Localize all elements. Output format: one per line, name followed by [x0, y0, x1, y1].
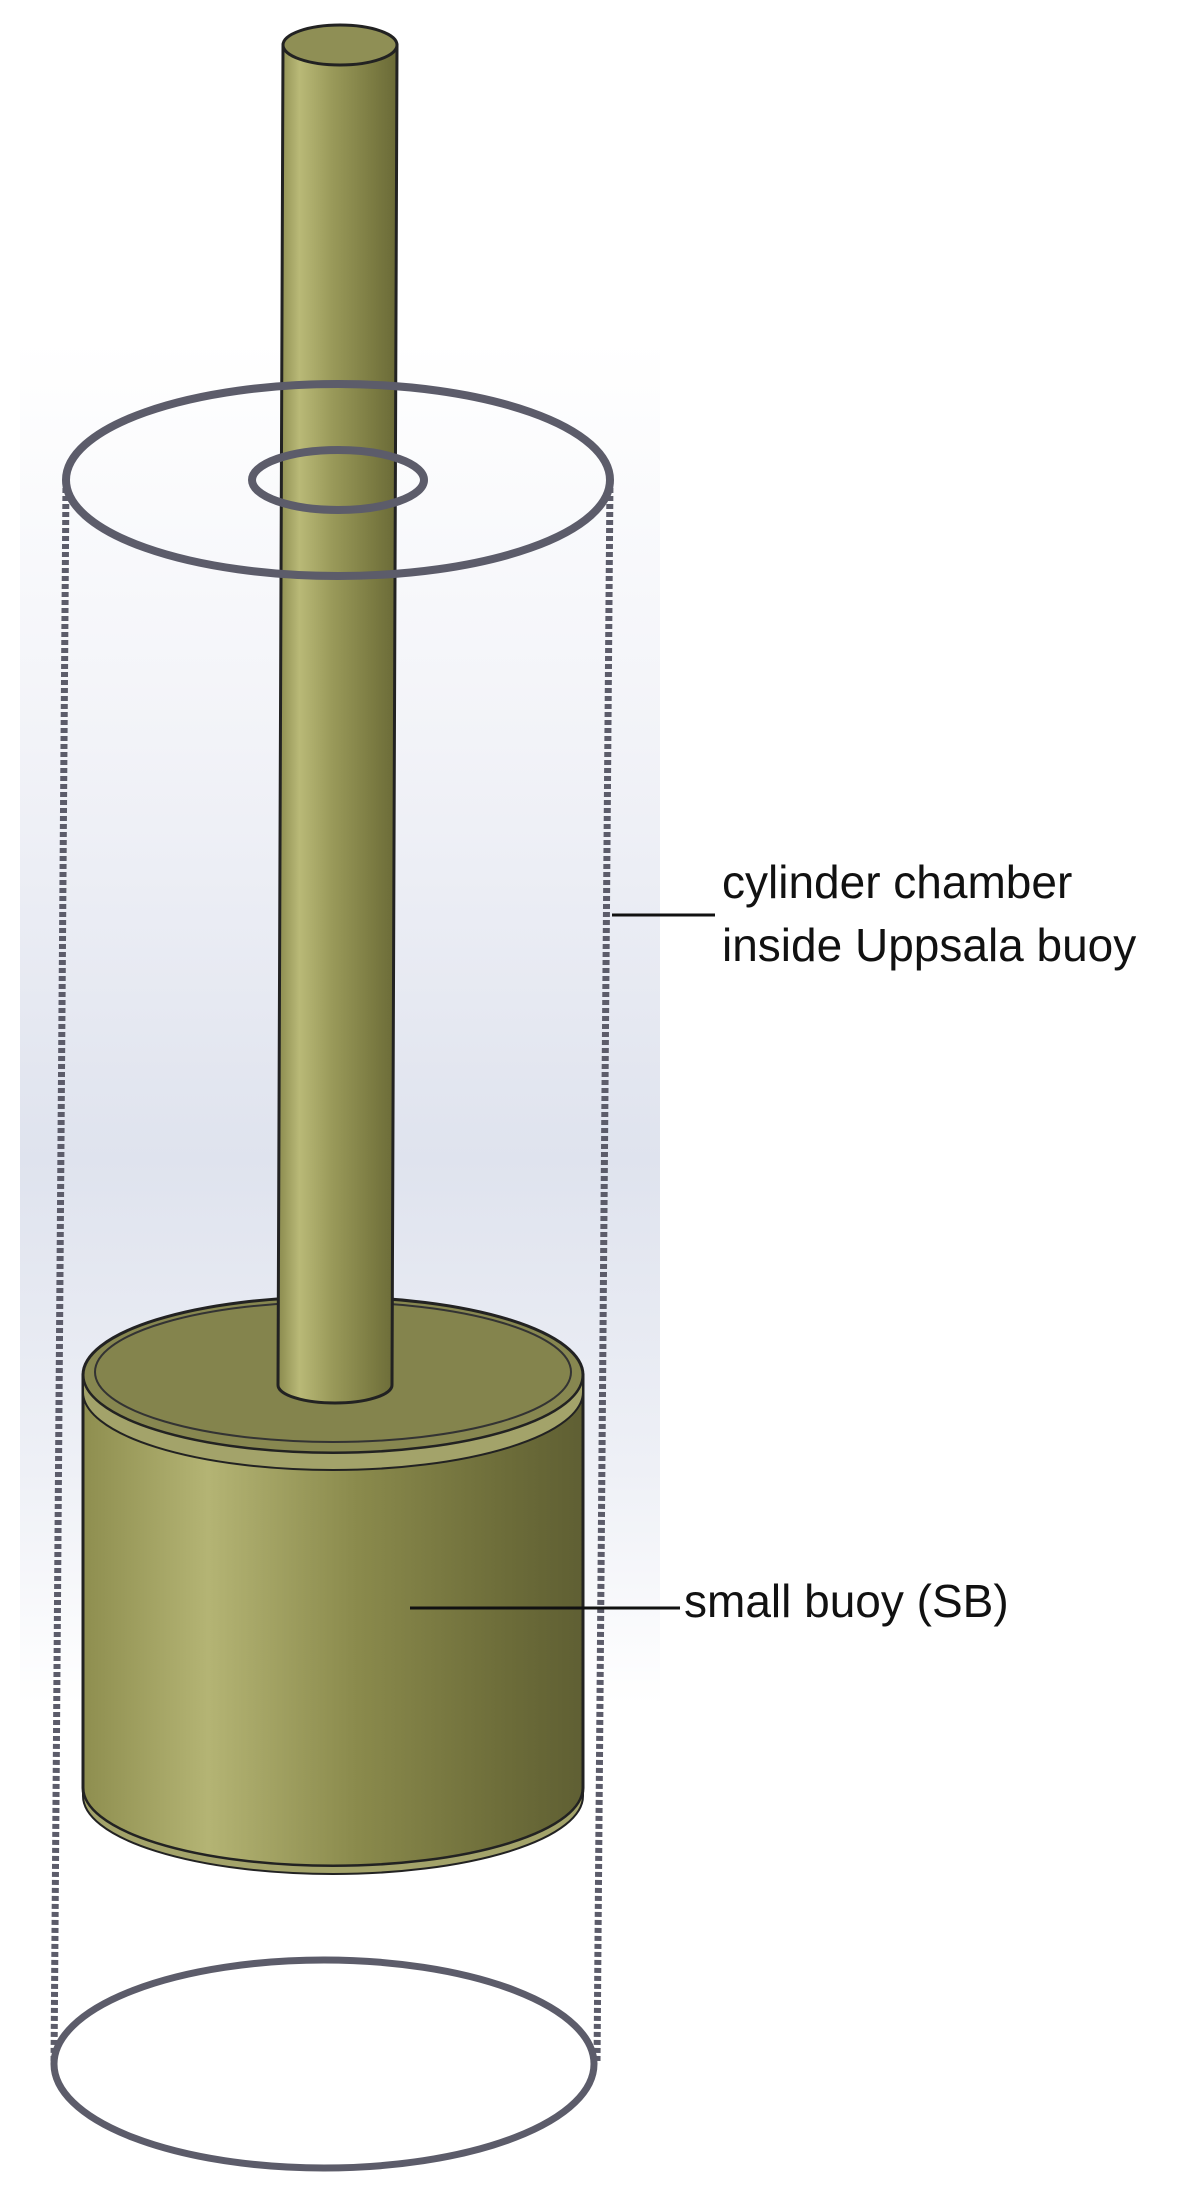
chamber-label-line1: cylinder chamber: [722, 856, 1072, 908]
chamber-right-wall: [593, 479, 614, 2065]
small-buoy-bottom-rim: [82, 1787, 584, 1875]
chamber-top-hole-ellipse: [248, 446, 428, 514]
chamber-label-line2: inside Uppsala buoy: [722, 919, 1136, 971]
rod-body: [276, 43, 399, 1405]
rod-top-face: [281, 23, 399, 67]
rod: [276, 23, 399, 1405]
chamber-top-ellipse: [62, 380, 614, 580]
small-buoy-top-rim: [82, 1374, 584, 1471]
small-buoy-label: small buoy (SB): [684, 1575, 1009, 1627]
chamber-left-wall: [50, 479, 70, 2065]
